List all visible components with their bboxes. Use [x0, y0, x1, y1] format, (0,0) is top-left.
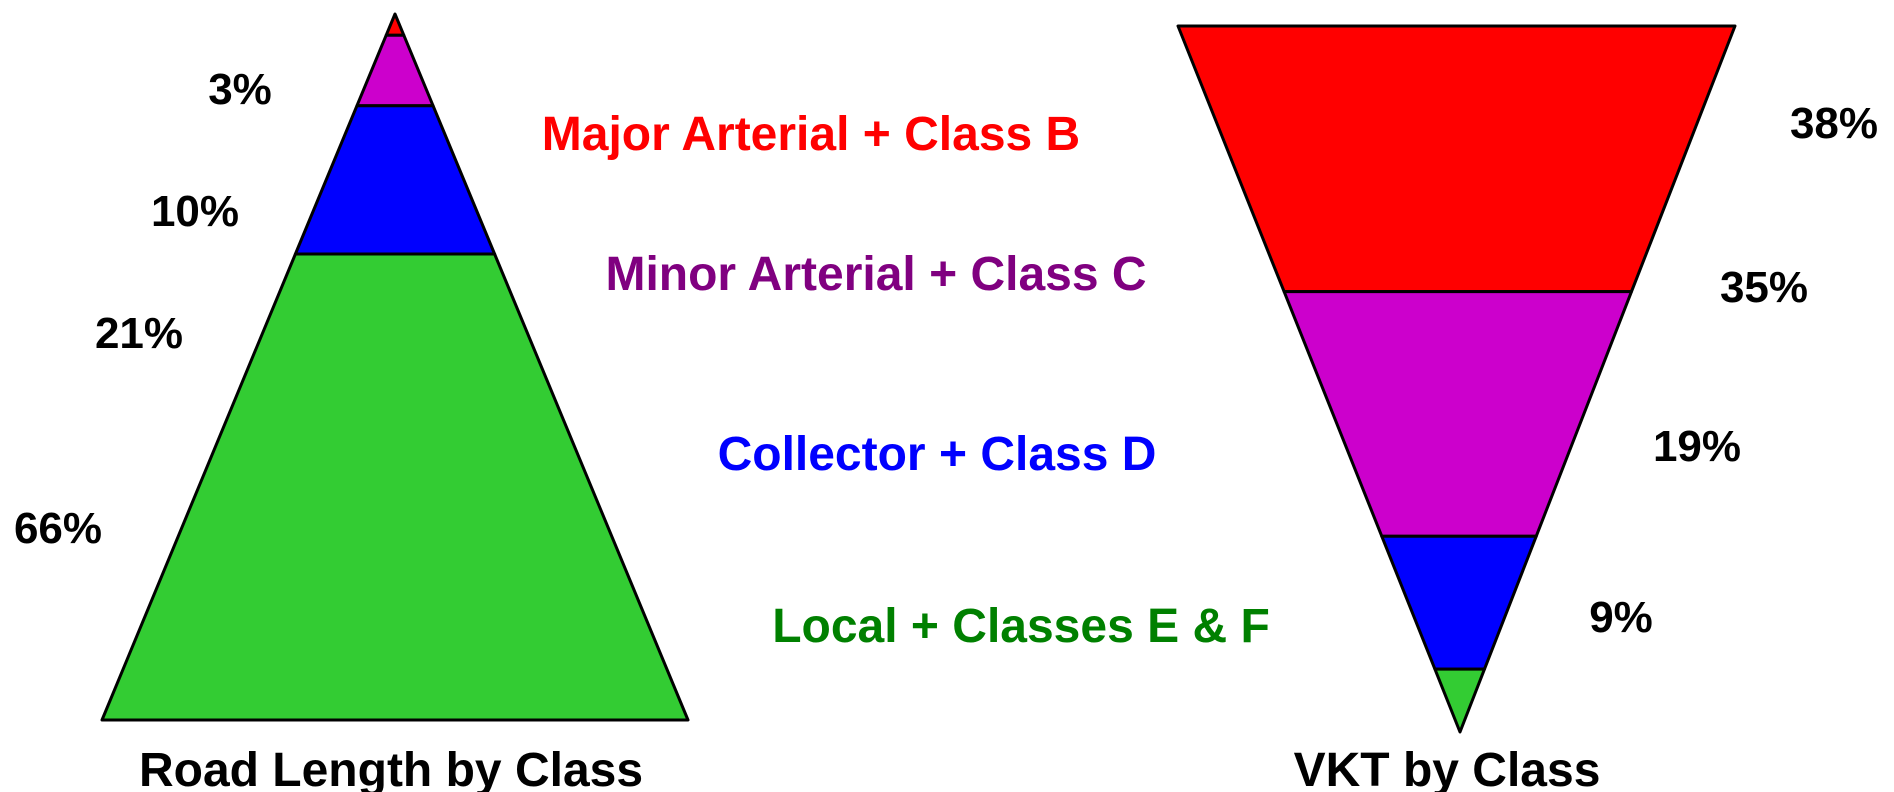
- road-length-value-local: 66%: [14, 504, 102, 553]
- road-length-segment-major-arterial: [384, 12, 406, 37]
- road-length-pyramid: 3% 10% 21% 66% Road Length by Class: [14, 12, 690, 792]
- road-length-segment-local: [100, 252, 690, 722]
- legend-item-minor-arterial: Minor Arterial + Class C: [605, 248, 1146, 301]
- vkt-value-minor-arterial: 35%: [1720, 263, 1808, 312]
- vkt-pyramid: 38% 35% 19% 9% VKT by Class: [1176, 24, 1878, 792]
- vkt-value-local: 9%: [1589, 593, 1653, 642]
- road-length-segment-collector: [293, 104, 497, 256]
- vkt-segment-major-arterial: [1176, 24, 1737, 294]
- legend-item-local: Local + Classes E & F: [772, 600, 1270, 653]
- legend-item-collector: Collector + Class D: [718, 428, 1157, 481]
- vkt-segment-minor-arterial: [1282, 290, 1633, 538]
- vkt-segment-collector: [1380, 534, 1538, 671]
- vkt-value-major-arterial: 38%: [1790, 99, 1878, 148]
- road-length-value-major-arterial: 3%: [208, 65, 272, 114]
- road-length-value-minor-arterial: 10%: [151, 187, 239, 236]
- road-length-segment-minor-arterial: [355, 33, 435, 108]
- legend-item-major-arterial: Major Arterial + Class B: [542, 108, 1080, 161]
- road-length-value-collector: 21%: [95, 309, 183, 358]
- vkt-segment-local: [1433, 667, 1486, 734]
- legend: Major Arterial + Class B Minor Arterial …: [542, 108, 1270, 653]
- vkt-value-collector: 19%: [1653, 422, 1741, 471]
- vkt-title: VKT by Class: [1294, 744, 1601, 792]
- road-length-title: Road Length by Class: [139, 744, 643, 792]
